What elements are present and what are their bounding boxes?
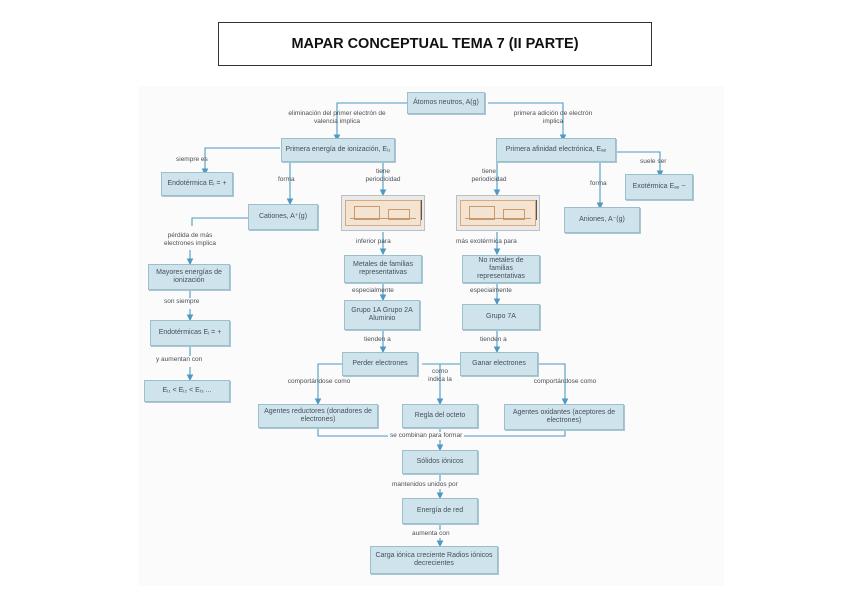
label-forma-right: forma bbox=[590, 180, 607, 187]
label-aumenta-con: aumenta con bbox=[410, 530, 452, 538]
label-tienden-right: tienden a bbox=[480, 336, 507, 343]
label-suele-ser: suele ser bbox=[640, 158, 667, 165]
label-tiene-right: tiene periodicidad bbox=[471, 168, 507, 183]
label-comportandose-right: comportándose como bbox=[533, 378, 597, 385]
label-mas-exotermica: más exotérmica para bbox=[456, 238, 517, 245]
label-especialmente-right: especialmente bbox=[470, 287, 512, 294]
label-como-indica: como indica la bbox=[428, 368, 452, 383]
label-especialmente-left: especialmente bbox=[352, 287, 394, 294]
label-forma-left: forma bbox=[278, 176, 295, 183]
node-atomos-neutros: Átomos neutros, A(g) bbox=[407, 92, 485, 114]
node-mayores-energias: Mayores energías de ionización bbox=[148, 264, 230, 290]
node-perder-electrones: Perder electrones bbox=[342, 352, 418, 376]
label-tienden-left: tienden a bbox=[364, 336, 391, 343]
periodic-table-image-left bbox=[341, 195, 425, 231]
node-exotermica: Exotérmica Eₐₑ − bbox=[625, 174, 693, 200]
node-endotermica: Endotérmica Eᵢ = + bbox=[161, 172, 233, 196]
node-regla-octeto: Regla del octeto bbox=[402, 404, 478, 428]
node-agentes-oxidantes: Agentes oxidantes (aceptores de electron… bbox=[504, 404, 624, 430]
label-eliminacion: eliminación del primer electrón de valen… bbox=[288, 110, 386, 125]
node-metales: Metales de familias representativas bbox=[344, 255, 422, 283]
node-energia-red: Energía de red bbox=[402, 498, 478, 524]
label-son-siempre: son siempre bbox=[164, 298, 200, 305]
node-agentes-reductores: Agentes reductores (donadores de electro… bbox=[258, 404, 378, 428]
node-ganar-electrones: Ganar electrones bbox=[460, 352, 538, 376]
node-grupo-7a: Grupo 7A bbox=[462, 304, 540, 330]
label-tiene-left: tiene periodicidad bbox=[365, 168, 401, 183]
label-mantenidos: mantenidos unidos por bbox=[390, 481, 460, 489]
node-no-metales: No metales de familias representativas bbox=[462, 255, 540, 283]
page-title: MAPAR CONCEPTUAL TEMA 7 (II PARTE) bbox=[218, 22, 652, 66]
node-cationes: Cationes, A⁺(g) bbox=[248, 204, 318, 230]
node-grupos-1a-2a: Grupo 1A Grupo 2A Aluminio bbox=[344, 300, 420, 330]
label-y-aumentan: y aumentan con bbox=[156, 356, 203, 363]
node-primera-energia-ionizacion: Primera energía de ionización, Eᵢ₁ bbox=[281, 138, 395, 162]
node-orden-energias: Eᵢ₁ < Eᵢ₂ < Eᵢ₃ ... bbox=[144, 380, 230, 402]
node-carga-ionica: Carga iónica creciente Radios iónicos de… bbox=[370, 546, 498, 574]
label-adicion: primera adición de electrón implica bbox=[513, 110, 593, 125]
periodic-table-image-right bbox=[456, 195, 540, 231]
label-perdida: pérdida de más electrones implica bbox=[163, 232, 217, 247]
label-comportandose-left: comportándose como bbox=[287, 378, 351, 385]
node-solidos-ionicos: Sólidos iónicos bbox=[402, 450, 478, 474]
label-siempre-es: siempre es bbox=[176, 156, 208, 163]
node-aniones: Aniones, A⁻(g) bbox=[564, 207, 640, 233]
node-endotermicas: Endotérmicas Eᵢ = + bbox=[150, 320, 230, 346]
label-se-combinan: se combinan para formar bbox=[388, 432, 465, 440]
node-primera-afinidad-electronica: Primera afinidad electrónica, Eₐₑ bbox=[496, 138, 616, 162]
label-inferior-para: inferior para bbox=[356, 238, 391, 245]
